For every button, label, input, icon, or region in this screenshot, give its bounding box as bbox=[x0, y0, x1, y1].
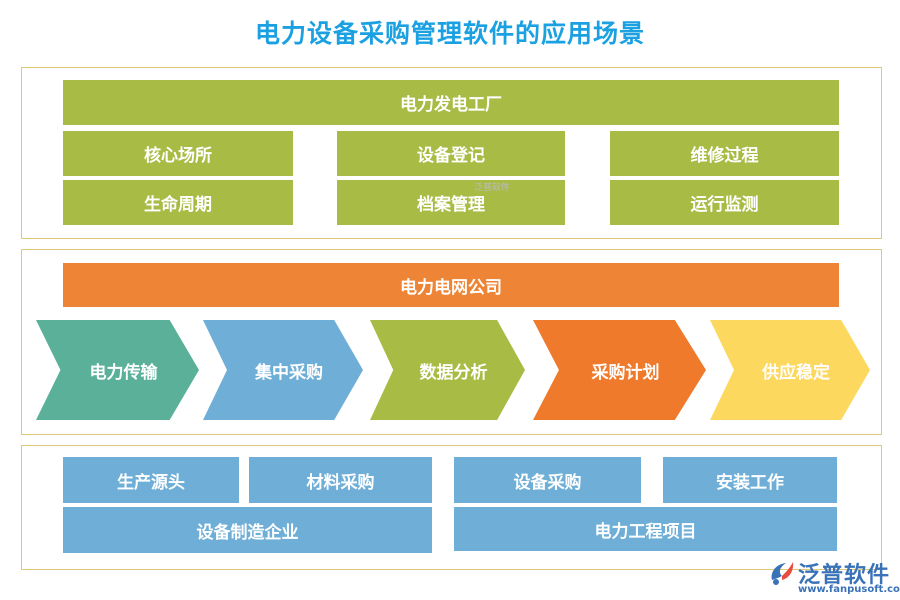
plant-item-maintenance-process: 维修过程 bbox=[610, 131, 839, 176]
item-material-procurement: 材料采购 bbox=[249, 457, 432, 503]
brand-name: 泛普软件 bbox=[798, 563, 891, 588]
grid-company-header: 电力电网公司 bbox=[63, 263, 839, 307]
flow-step-centralized-procurement: 集中采购 bbox=[203, 320, 363, 420]
brand-logo: 泛普软件 www.fanpusoft.com bbox=[768, 556, 900, 596]
flow-step-data-analysis: 数据分析 bbox=[370, 320, 525, 420]
item-equipment-procurement: 设备采购 bbox=[454, 457, 641, 503]
plant-item-operation-monitoring: 运行监测 bbox=[610, 180, 839, 225]
flow-step-label: 供应稳定 bbox=[762, 362, 830, 383]
item-production-source: 生产源头 bbox=[63, 457, 239, 503]
flow-step-procurement-plan: 采购计划 bbox=[533, 320, 706, 420]
flow-step-stable-supply: 供应稳定 bbox=[710, 320, 870, 420]
plant-item-archive-management: 档案管理 bbox=[337, 180, 565, 225]
plant-item-equipment-registration: 设备登记 bbox=[337, 131, 565, 176]
plant-item-core-site: 核心场所 bbox=[63, 131, 293, 176]
flow-step-label: 电力传输 bbox=[89, 362, 158, 383]
flow-step-label: 数据分析 bbox=[419, 362, 488, 383]
item-power-engineering-project: 电力工程项目 bbox=[454, 507, 837, 551]
flow-step-label: 集中采购 bbox=[255, 362, 323, 383]
watermark-text: 泛普软件 bbox=[474, 183, 511, 193]
watermark: 泛普软件 bbox=[474, 180, 510, 193]
brand-url: www.fanpusoft.com bbox=[798, 584, 900, 595]
brand-logo-icon bbox=[771, 562, 794, 585]
flow-step-power-transmission: 电力传输 bbox=[36, 320, 199, 420]
power-plant-header: 电力发电工厂 bbox=[63, 80, 839, 125]
item-equipment-manufacturer: 设备制造企业 bbox=[63, 507, 432, 553]
plant-item-lifecycle: 生命周期 bbox=[63, 180, 293, 225]
flow-step-label: 采购计划 bbox=[591, 362, 660, 383]
item-installation-work: 安装工作 bbox=[663, 457, 837, 503]
page-title: 电力设备采购管理软件的应用场景 bbox=[254, 19, 645, 48]
